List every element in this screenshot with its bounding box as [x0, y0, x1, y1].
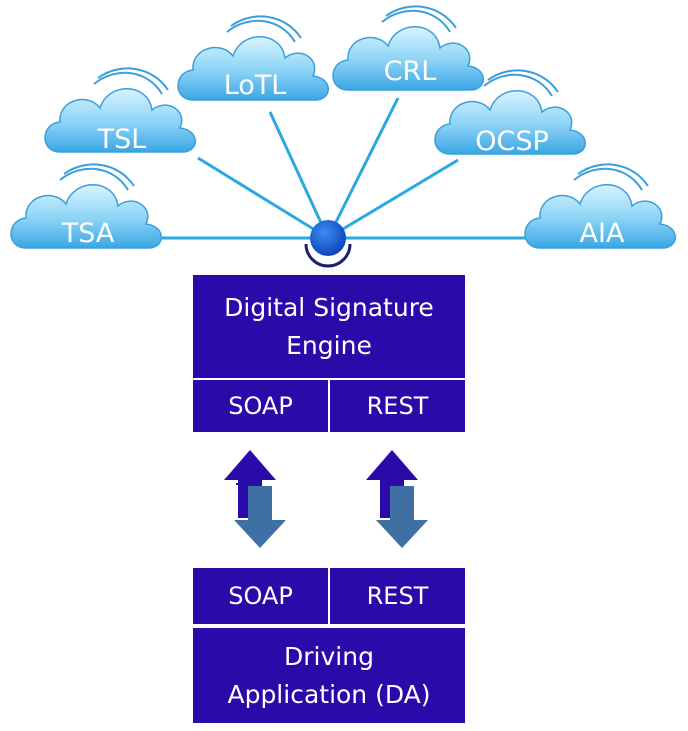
line-ocsp — [327, 158, 459, 240]
line-tsl — [197, 156, 329, 240]
digital-signature-engine-box: Digital Signature Engine — [193, 275, 465, 378]
cloud-crl: CRL — [332, 5, 485, 91]
cloud-label-crl: CRL — [384, 56, 437, 87]
driving-application-box: Driving Application (DA) — [193, 628, 465, 723]
cloud-label-tsa: TSA — [61, 218, 115, 249]
line-lotl — [268, 111, 330, 239]
cloud-tsl: TSL — [44, 67, 197, 155]
engine-title-line1: Digital Signature — [224, 292, 434, 322]
rest-exchange-arrow-icon — [366, 450, 428, 548]
connector-lines — [160, 97, 530, 240]
da-rest-interface: REST — [330, 568, 465, 624]
cloud-label-tsl: TSL — [97, 124, 147, 155]
cloud-tsa: TSA — [10, 163, 163, 249]
engine-rest-interface: REST — [330, 380, 465, 432]
da-title-line2: Application (DA) — [227, 679, 431, 709]
da-title-line1: Driving — [284, 641, 374, 671]
cloud-label-aia: AIA — [580, 218, 625, 249]
cloud-label-ocsp: OCSP — [475, 126, 549, 157]
cloud-ocsp: OCSP — [434, 69, 587, 157]
line-crl — [326, 97, 400, 239]
soap-exchange-arrow-icon — [224, 450, 286, 548]
cloud-label-lotl: LoTL — [224, 70, 287, 101]
engine-title-line2: Engine — [286, 330, 372, 360]
hub-connector — [304, 220, 352, 268]
da-soap-interface: SOAP — [193, 568, 328, 624]
engine-soap-interface: SOAP — [193, 380, 328, 432]
cloud-aia: AIA — [524, 163, 677, 249]
cloud-lotl: LoTL — [177, 15, 330, 101]
